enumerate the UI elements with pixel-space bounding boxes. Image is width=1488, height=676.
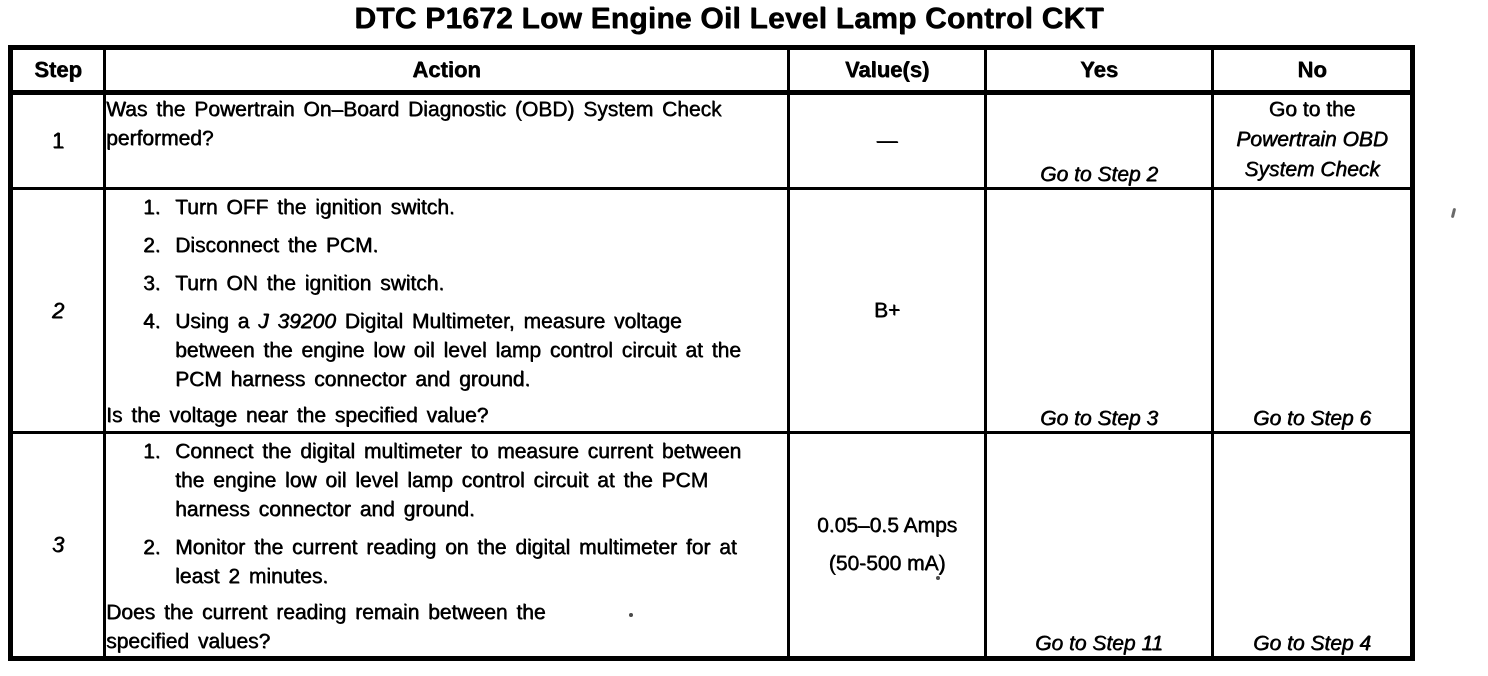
no-reference-line: Powertrain OBD [1236,128,1388,151]
scan-artifact [936,576,940,580]
tool-number: J 39200 [258,310,336,333]
value-line: (50-500 mA) [828,552,946,575]
yes-cell: Go to Step 11 [984,431,1214,660]
header-row: Step Action Value(s) Yes No [9,46,1414,95]
column-header-yes: Yes [984,46,1214,95]
question-line: Does the current reading remain between … [106,601,546,624]
list-item-text: Using a J 39200 Digital Multimeter, meas… [175,307,753,394]
no-cell: Go to the Powertrain OBD System Check [1211,91,1414,190]
column-header-no: No [1211,46,1414,95]
yes-cell: Go to Step 2 [984,91,1214,190]
step-cell: 3 [9,431,106,660]
question-text: Does the current reading remain between … [106,598,786,656]
column-header-values: Value(s) [787,46,987,95]
list-item-number: 3. [143,272,161,295]
question-line: specified values? [106,630,271,653]
list-item-number: 2. [143,536,161,559]
value-cell: — [787,91,987,190]
scan-artifact [1450,207,1457,219]
value-cell: 0.05–0.5 Amps (50-500 mA) [787,431,987,660]
column-header-action: Action [103,46,790,95]
no-reference-line: System Check [1244,158,1380,181]
list-item-number: 4. [143,310,161,333]
list-item-text: Turn OFF the ignition switch. [175,196,455,219]
action-list-item: 1. Turn OFF the ignition switch. [108,193,786,222]
question-text: Is the voltage near the specified value? [106,404,489,427]
no-cell: Go to Step 4 [1211,431,1414,660]
step-cell: 2 [9,187,106,434]
action-list-item: 4. Using a J 39200 Digital Multimeter, m… [108,307,786,394]
scan-artifact [629,613,633,617]
list-item-number: 1. [143,196,161,219]
list-item-text-part: Using a [175,310,259,333]
step-cell: 1 [9,91,106,190]
list-item-text: Disconnect the PCM. [175,234,379,257]
column-header-step: Step [9,46,106,95]
table-row-step-3: 3 1. Connect the digital multimeter to m… [9,431,1414,660]
yes-cell: Go to Step 3 [984,187,1214,434]
action-cell: Was the Powertrain On–Board Diagnostic (… [103,91,790,190]
action-cell: 1. Turn OFF the ignition switch. 2. Disc… [103,187,790,434]
action-cell: 1. Connect the digital multimeter to mea… [103,431,790,660]
action-list-item: 2. Monitor the current reading on the di… [108,533,786,591]
no-reference-line: Go to the [1268,98,1356,121]
question-text: Was the Powertrain On–Board Diagnostic (… [106,98,722,150]
value-line: 0.05–0.5 Amps [816,514,958,537]
list-item-number: 1. [143,440,161,463]
no-cell: Go to Step 6 [1211,187,1414,434]
action-list-item: 1. Connect the digital multimeter to mea… [108,437,786,524]
list-item-text: Connect the digital multimeter to measur… [175,440,742,521]
diagnostic-table: Step Action Value(s) Yes No 1 Was the Po… [8,45,1415,661]
list-item-text: Turn ON the ignition switch. [175,272,445,295]
list-item-number: 2. [143,234,161,257]
value-cell: B+ [787,187,987,434]
list-item-text-part: Digital Multimeter, measure voltage betw… [175,310,741,391]
table-row-step-1: 1 Was the Powertrain On–Board Diagnostic… [9,91,1414,190]
action-list-item: 2. Disconnect the PCM. [108,231,786,260]
action-list-item: 3. Turn ON the ignition switch. [108,269,786,298]
page-title: DTC P1672 Low Engine Oil Level Lamp Cont… [354,2,1104,35]
table-row-step-2: 2 1. Turn OFF the ignition switch. 2. Di… [9,187,1414,434]
list-item-text: Monitor the current reading on the digit… [175,536,737,588]
